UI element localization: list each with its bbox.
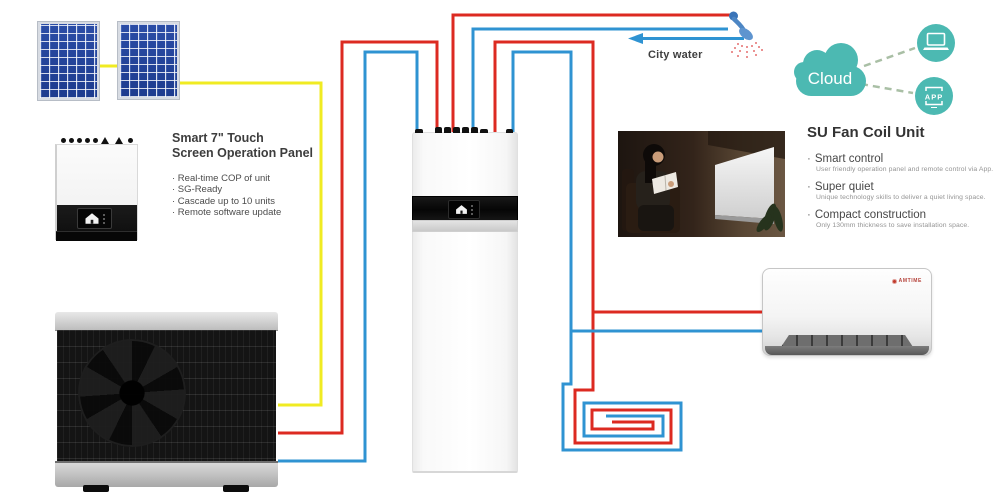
city-water-label: City water	[648, 49, 703, 61]
controller-knob	[61, 138, 66, 143]
fan-coil-feature: ·Super quiet Unique technology skills to…	[807, 181, 1000, 201]
controller-knob	[93, 138, 98, 143]
fan-coil-feature-desc: User friendly operation panel and remote…	[816, 166, 994, 173]
bullet: ·	[807, 153, 811, 165]
fan-coil-feature-title: Smart control	[814, 153, 884, 165]
cold-pipe-fan-coil-return	[511, 50, 762, 333]
fan-coil-feature-title: Super quiet	[814, 181, 874, 193]
controller-antenna-icon	[115, 137, 123, 144]
brand-mark-icon	[891, 278, 897, 284]
controller-base	[56, 231, 137, 241]
operation-panel-feature: · Remote software update	[172, 207, 282, 219]
tower-screen	[448, 200, 480, 219]
photo-illustration	[618, 131, 785, 237]
heat-pump-outdoor-unit	[55, 312, 278, 492]
pipe-fitting	[435, 127, 442, 133]
controller-display-band	[57, 205, 137, 231]
cloud-label: Cloud	[808, 69, 852, 88]
solar-panel-2	[118, 22, 179, 99]
controller-antenna-icon	[101, 137, 109, 144]
tower-trim-strip	[412, 220, 518, 232]
pipe-fitting	[415, 129, 423, 133]
controller-knob	[85, 138, 90, 143]
operation-panel-feature: · Real-time COP of unit	[172, 173, 271, 184]
heat-pump-grille	[57, 330, 276, 461]
app-label: APP	[925, 93, 943, 102]
solar-wire-to-heat-pump	[175, 81, 323, 407]
controller-knob	[77, 138, 82, 143]
cloud-icon: Cloud	[794, 43, 866, 96]
fan-coil-feature-desc: Unique technology skills to deliver a qu…	[816, 194, 986, 201]
heat-pump-base	[55, 461, 278, 487]
solar-wiring	[95, 64, 323, 407]
brand-name: AMTIME	[898, 278, 922, 284]
operation-panel-feature: · Cascade up to 10 units	[172, 195, 275, 207]
operation-panel-title-line2: Screen Operation Panel	[172, 146, 314, 160]
laptop-icon	[917, 24, 955, 62]
fan-coil-feature-title: Compact construction	[814, 209, 927, 221]
pipe-fitting	[453, 127, 460, 133]
screen-button-dots	[103, 213, 105, 224]
cold-pipes	[278, 27, 762, 463]
fan-icon	[78, 339, 186, 447]
shower-icon	[729, 11, 763, 58]
photo-fan-coil-unit	[715, 147, 774, 219]
fan-coil-outlet-grille	[781, 335, 913, 347]
controller-screen	[77, 208, 112, 229]
city-water-arrow	[628, 33, 744, 44]
hot-pipe-tower-to-shower	[451, 13, 732, 134]
pipe-fitting	[471, 127, 478, 133]
fan-coil-title: SU Fan Coil Unit	[807, 124, 925, 141]
cold-pipe-city-water-inlet	[471, 27, 728, 134]
fan-coil-feature: ·Smart control User friendly operation p…	[807, 153, 1000, 173]
operation-panel-feature-list: · Real-time COP of unit · SG-Ready · Cas…	[172, 173, 281, 219]
photo-woman-reading	[622, 144, 680, 233]
operation-panel-device	[55, 137, 138, 241]
pipe-fitting	[480, 129, 488, 133]
heat-pump-foot	[223, 485, 249, 492]
cloud-to-app-link	[860, 82, 914, 95]
pipe-fitting	[462, 127, 469, 133]
operation-panel-title: Smart 7" Touch Screen Operation Panel	[172, 131, 313, 161]
hot-pipes	[278, 13, 762, 445]
house-icon	[85, 213, 99, 224]
cloud-links	[860, 46, 916, 95]
brand-logo: AMTIME	[891, 278, 922, 284]
heat-pump-top-cap	[55, 312, 278, 331]
screen-button-dots	[471, 204, 473, 215]
indoor-tower-unit	[412, 127, 518, 473]
bullet: ·	[807, 209, 811, 221]
shower-spray	[731, 42, 763, 58]
fan-coil-feature-desc: Only 130mm thickness to save installatio…	[816, 222, 970, 229]
lifestyle-photo	[618, 131, 785, 237]
bullet: ·	[807, 181, 811, 193]
house-icon	[456, 205, 467, 214]
solar-panel-1	[38, 22, 99, 100]
fan-coil-base	[765, 346, 929, 355]
hot-pipe-heat-pump-to-tower	[278, 40, 439, 435]
tower-display-band	[412, 196, 518, 221]
fan-coil-wall-unit: AMTIME	[762, 268, 932, 356]
operation-panel-title-line1: Smart 7" Touch	[172, 131, 264, 145]
heat-pump-foot	[83, 485, 109, 492]
controller-knob	[128, 138, 133, 143]
fan-coil-feature: ·Compact construction Only 130mm thickne…	[807, 209, 1000, 229]
fan-coil-info-block: SU Fan Coil Unit ·Smart control User fri…	[807, 124, 1000, 237]
hot-pipe-floor-heating-supply	[573, 312, 673, 445]
cold-pipe-tower-to-heat-pump	[278, 50, 419, 463]
cloud-to-laptop-link	[863, 46, 916, 68]
hot-pipe-tower-to-fan-coil	[493, 40, 762, 314]
cold-pipe-floor-heating-return	[561, 331, 683, 452]
photo-plant	[756, 203, 783, 233]
app-icon: APP	[915, 77, 953, 115]
pipe-fitting	[444, 127, 451, 133]
operation-panel-feature: · SG-Ready	[172, 184, 223, 196]
controller-knob	[69, 138, 74, 143]
pipe-fitting	[506, 129, 513, 133]
